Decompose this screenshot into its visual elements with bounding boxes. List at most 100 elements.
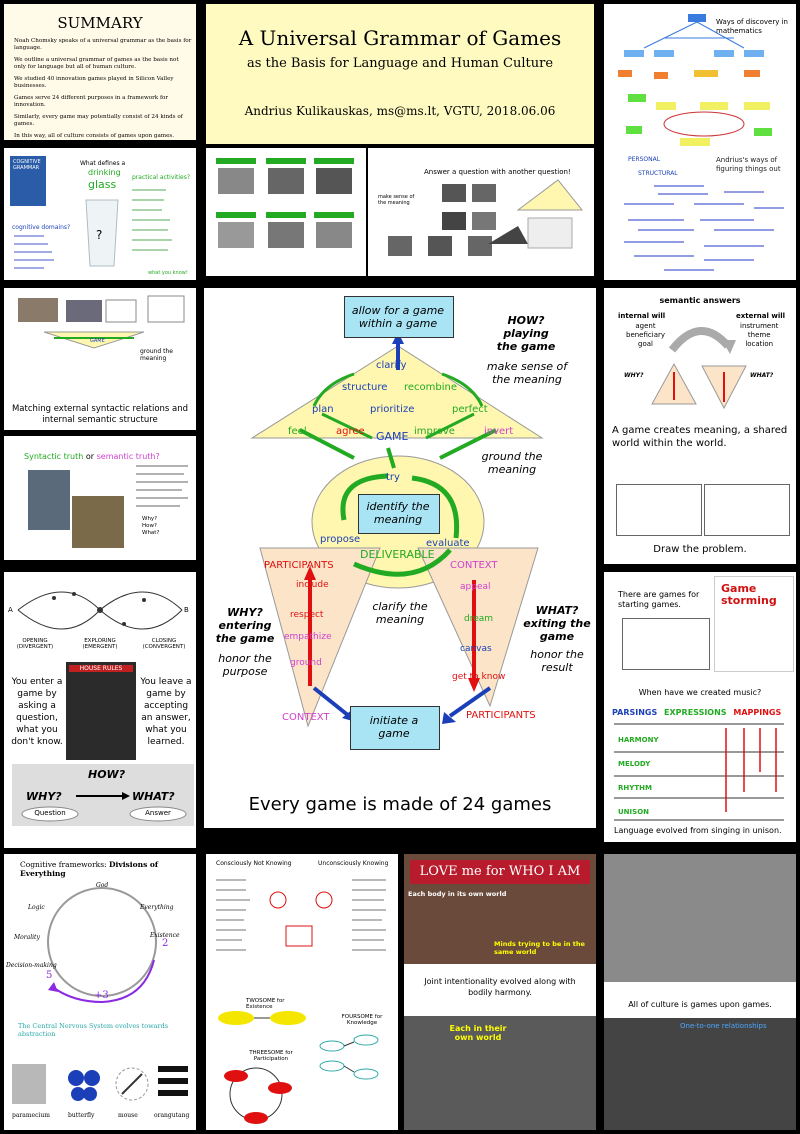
phase-closing: CLOSING (CONVERGENT) [142,638,186,650]
verb-propose: propose [320,534,361,545]
syntactic-heading1: Syntactic truth [24,452,84,461]
gs-starting: There are games for starting games. [618,590,700,609]
knowing-panel: Consciously Not Knowing Unconsciously Kn… [206,854,398,1130]
joint-text: Joint intentionality evolved along with … [424,977,576,997]
verb-include: include [296,580,329,590]
syntactic-question: How? [142,523,157,529]
verb-feel: feel [288,426,307,437]
culture-photo-top [604,854,796,982]
answer-question-drawings [388,179,584,256]
matching-text: Matching external syntactic relations an… [11,404,189,425]
gs-sketch [622,618,710,670]
syntactic-question: What? [142,530,160,536]
glass-what-you-know: what you know! [148,270,188,276]
semantic-internal-list: agent beneficiary goal [626,322,665,349]
title-panel: A Universal Grammar of Games as the Basi… [206,4,594,144]
culture-panel: All of culture is games upon games. One-… [604,854,796,1130]
summary-line: Noah Chomsky speaks of a universal gramm… [14,38,192,51]
title-sub: as the Basis for Language and Human Cult… [246,56,554,71]
mouse-icon [115,1067,149,1101]
gamestorming-panel: There are games for starting games. Game… [604,572,796,842]
summary-panel: SUMMARY Noah Chomsky speaks of a univers… [4,4,196,140]
answer-question-heading: Answer a question with another question! [424,168,571,176]
joint-each-own: Each in their own world [449,1024,507,1042]
andrius-structural: STRUCTURAL [638,170,678,177]
culture-one-to-one: One-to-one relationships [680,1022,767,1030]
semantic-diagram [651,326,747,410]
joint-banner: LOVE me for WHO I AM [410,860,590,884]
stripes-icon [158,1066,188,1096]
matching-panel: GAME ground the meaning Matching externa… [4,288,196,430]
verb-prioritize: prioritize [370,404,415,415]
verb-dream: dream [464,614,494,624]
verb-try: try [386,472,400,483]
matching-drawings [18,295,185,349]
qa-how: HOW? [88,768,126,781]
initiate-box [350,706,440,750]
syntactic-panel: Syntactic truth or semantic truth? Why? … [4,436,196,560]
why-heading: WHY? entering the game [215,606,275,645]
activities-grid [216,158,354,248]
cog-god: God [96,882,109,889]
summary-line: In this way, all of culture consists of … [14,133,175,139]
deliverable-label: DELIVERABLE [360,548,435,561]
cog-heading-a: Cognitive frameworks: [20,860,107,869]
verb-empathize: empathize [284,632,332,642]
how-heading: HOW? playing the game [496,314,556,353]
syntactic-photo-1 [28,470,70,530]
allow-game-box [344,296,454,338]
discovery-diagram [618,14,772,146]
glass-lists [14,189,172,269]
phase-exploring: EXPLORING (EMERGENT) [82,638,118,650]
answer-make-sense: make sense of the meaning [378,194,415,206]
context-right: CONTEXT [450,560,498,571]
verb-appeal: appeal [460,582,491,592]
verb-invert: invert [484,426,514,437]
animal-label: paramecium [12,1112,50,1119]
cog-plus3: +3 [94,990,109,1001]
diverge-panel: A B OPENING (DIVERGENT) EXPLORING (EMERG… [4,572,196,848]
glass-panel: COGNITIVE GRAMMAR What defines a drinkin… [4,148,196,280]
verb-canvas: canvas [460,644,492,654]
gs-headers: PARSINGS EXPRESSIONS MAPPINGS [612,708,781,717]
summary-line: Games serve 24 different purposes in a f… [14,95,169,108]
qa-why: WHY? [26,790,62,803]
syntactic-questions: Why? How? What? [142,516,159,537]
gs-row: MELODY [618,760,651,768]
qa-arrow [21,792,187,822]
cognitive-panel: Cognitive frameworks: Divisions of Every… [4,854,196,1130]
question-answer-box: HOW? WHY? WHAT? Question Answer [12,764,194,826]
qa-what: WHAT? [132,790,175,803]
verb-clarify: clarify [376,360,407,371]
semantic-external-list: instrument theme location [740,322,778,349]
gs-header: EXPRESSIONS [664,708,727,717]
glass-word2: glass [88,178,117,191]
game-label: GAME [376,430,409,443]
verb-structure: structure [342,382,388,393]
culture-text: All of culture is games upon games. [628,1000,772,1009]
matching-game: GAME [90,338,105,344]
identify-text: identify the meaning [366,500,430,526]
knowing-foursome: FOURSOME for Knowledge [341,1014,383,1026]
qa-answer: Answer [145,809,171,817]
qa-question: Question [34,809,66,817]
cog-heading: Cognitive frameworks: Divisions of Every… [20,860,196,878]
title-author: Andrius Kulikauskas, ms@ms.lt, VGTU, 201… [244,104,556,118]
gs-rows: HARMONY MELODY RHYTHM UNISON [618,728,659,824]
syntactic-heading2: semantic truth? [96,452,160,461]
title-main: A Universal Grammar of Games [238,26,562,50]
butterfly-icon [68,1070,100,1101]
cog-cns: The Central Nervous System evolves towar… [18,1022,169,1038]
syntactic-or: or [85,452,95,461]
summary-lines: Noah Chomsky speaks of a universal gramm… [14,38,192,140]
gs-row: HARMONY [618,736,659,744]
knowing-lists [216,879,386,951]
knowing-diagrams [218,1011,379,1124]
cog-num5: 5 [46,970,53,981]
gamestorming-book: Game storming [714,576,794,672]
semantic-external: external will [736,312,786,320]
syntactic-heading: Syntactic truth or semantic truth? [24,452,160,461]
verb-perfect: perfect [452,404,488,415]
verb-plan: plan [312,404,334,415]
semantic-what: WHAT? [750,372,774,379]
